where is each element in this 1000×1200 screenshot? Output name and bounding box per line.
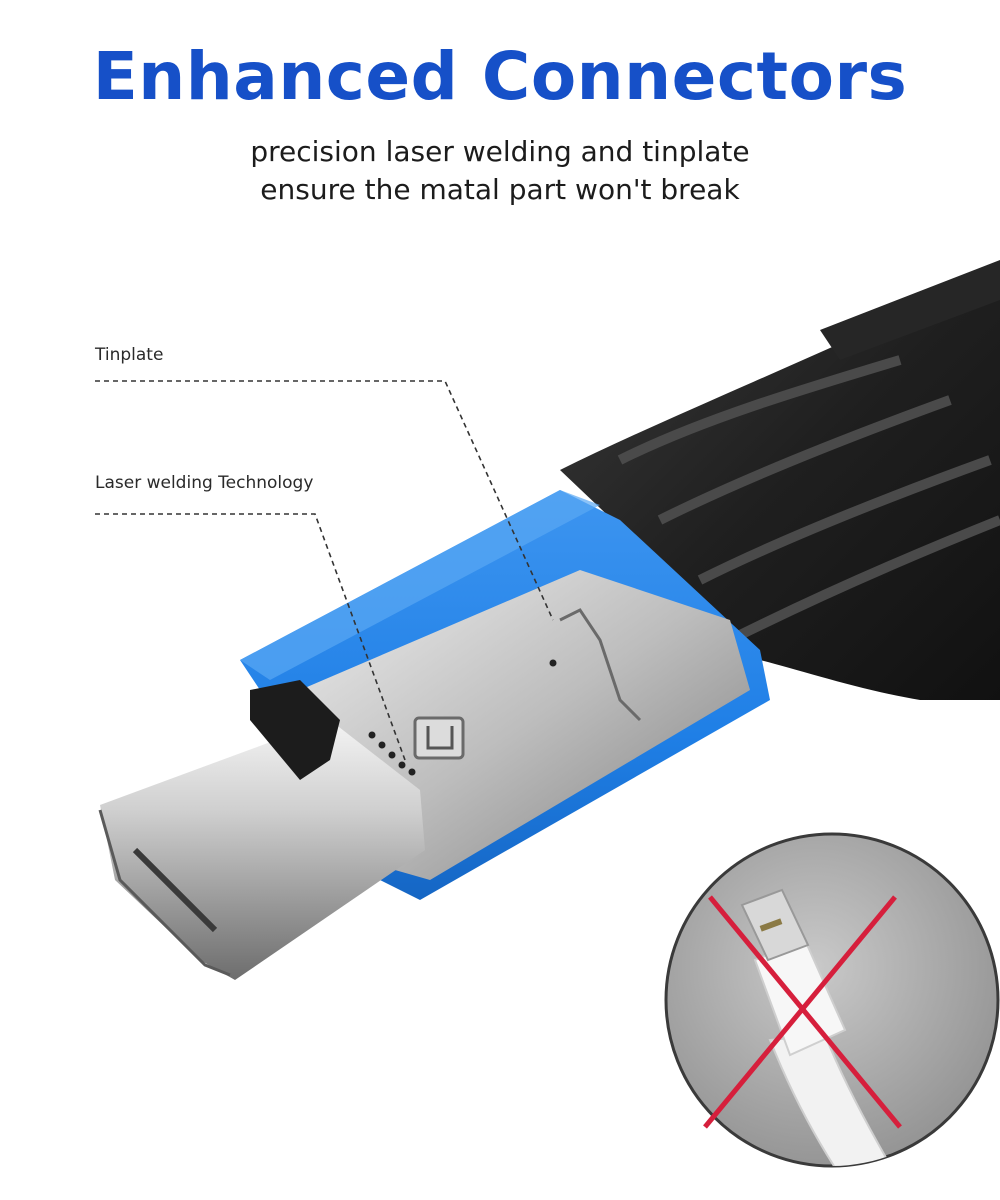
callout-tinplate-label: Tinplate <box>95 345 164 365</box>
usb-c-plug <box>98 680 425 980</box>
subtitle-line-2: ensure the matal part won't break <box>260 173 740 206</box>
page-title: Enhanced Connectors <box>92 38 908 115</box>
callout-leader-lines <box>95 380 554 761</box>
subtitle-line-1: precision laser welding and tinplate <box>250 135 750 168</box>
broken-connector-crossed-icon <box>664 832 1000 1168</box>
cable-boot <box>560 260 1000 700</box>
callout-laser-welding-label: Laser welding Technology <box>95 473 314 493</box>
